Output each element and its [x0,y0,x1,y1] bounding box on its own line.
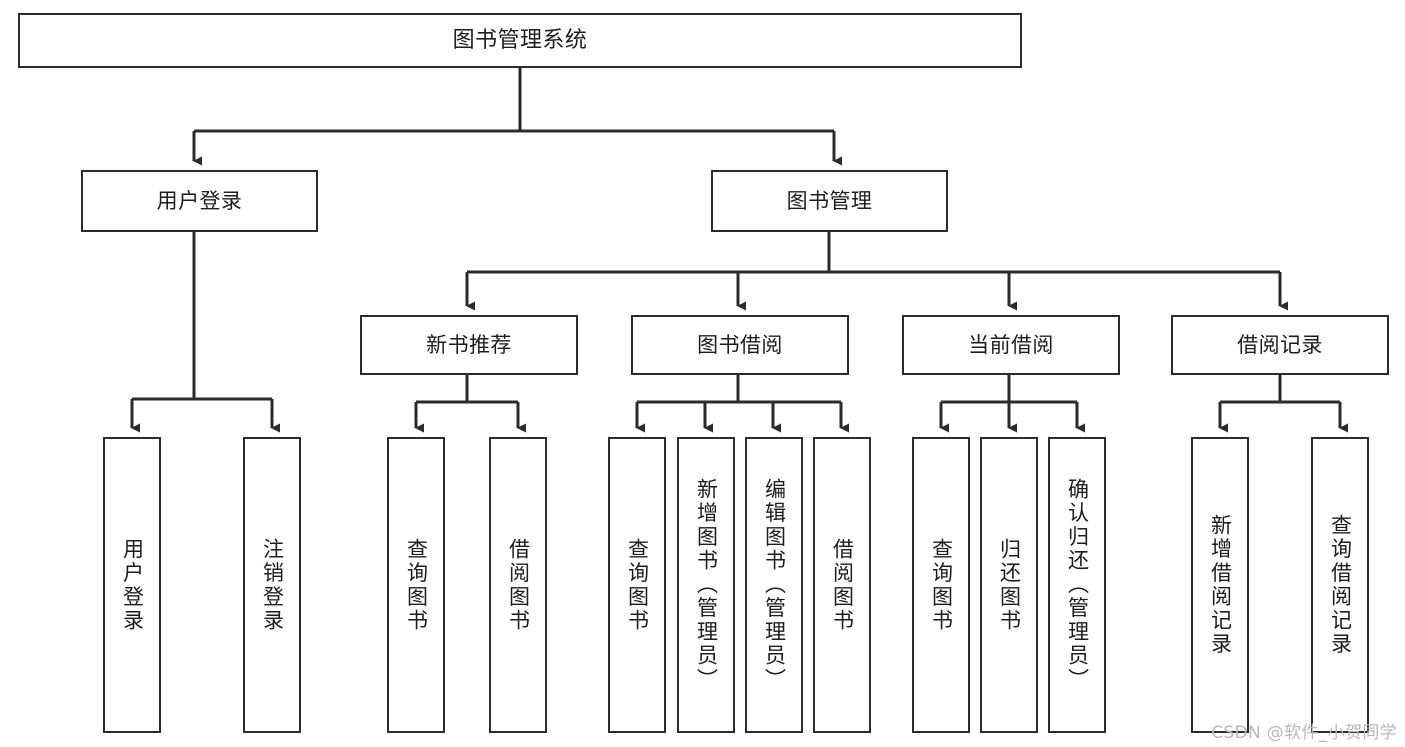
node-label: 查询图书 [404,537,429,633]
leaf-query-borrow-record[interactable]: 查询借阅记录 [1311,437,1369,733]
node-current-borrowing[interactable]: 当前借阅 [902,315,1120,375]
node-label: 归还图书 [997,537,1022,633]
node-label: 注销登录 [260,537,285,633]
node-label: 用户登录 [120,537,145,633]
node-label: 借阅图书 [830,537,855,633]
node-label: 图书借阅 [697,332,783,357]
watermark-credit: CSDN @软件_小贺同学 [1211,723,1397,743]
leaf-add-book-admin[interactable]: 新增图书（管理员） [677,437,735,733]
leaf-query-books-current[interactable]: 查询图书 [912,437,970,733]
node-label: 借阅图书 [506,537,531,633]
leaf-borrow-books-recommend[interactable]: 借阅图书 [489,437,547,733]
node-label: 借阅记录 [1237,332,1323,357]
node-label: 查询借阅记录 [1328,513,1353,657]
leaf-add-borrow-record[interactable]: 新增借阅记录 [1191,437,1249,733]
leaf-return-books[interactable]: 归还图书 [980,437,1038,733]
node-root-library-management-system[interactable]: 图书管理系统 [18,13,1022,68]
node-label: 图书管理 [786,188,873,213]
leaf-edit-book-admin[interactable]: 编辑图书（管理员） [745,437,803,733]
leaf-logout[interactable]: 注销登录 [243,437,301,733]
node-label: 查询图书 [625,537,650,633]
node-label: 用户登录 [156,188,243,213]
node-book-management[interactable]: 图书管理 [711,170,948,232]
leaf-confirm-return-admin[interactable]: 确认归还（管理员） [1048,437,1106,733]
leaf-user-login[interactable]: 用户登录 [103,437,161,733]
node-label: 确认归还（管理员） [1065,478,1090,692]
node-user-login[interactable]: 用户登录 [81,170,318,232]
node-label: 新书推荐 [426,332,512,357]
node-label: 新增图书（管理员） [694,478,719,692]
node-label: 查询图书 [929,537,954,633]
node-label: 新增借阅记录 [1208,513,1233,657]
node-book-borrowing[interactable]: 图书借阅 [631,315,849,375]
leaf-query-books-recommend[interactable]: 查询图书 [387,437,445,733]
node-new-book-recommendation[interactable]: 新书推荐 [360,315,578,375]
leaf-borrow-books[interactable]: 借阅图书 [813,437,871,733]
node-label: 图书管理系统 [452,27,588,53]
node-borrowing-records[interactable]: 借阅记录 [1171,315,1389,375]
node-label: 编辑图书（管理员） [762,478,787,692]
node-label: 当前借阅 [968,332,1054,357]
leaf-query-books-borrow[interactable]: 查询图书 [608,437,666,733]
